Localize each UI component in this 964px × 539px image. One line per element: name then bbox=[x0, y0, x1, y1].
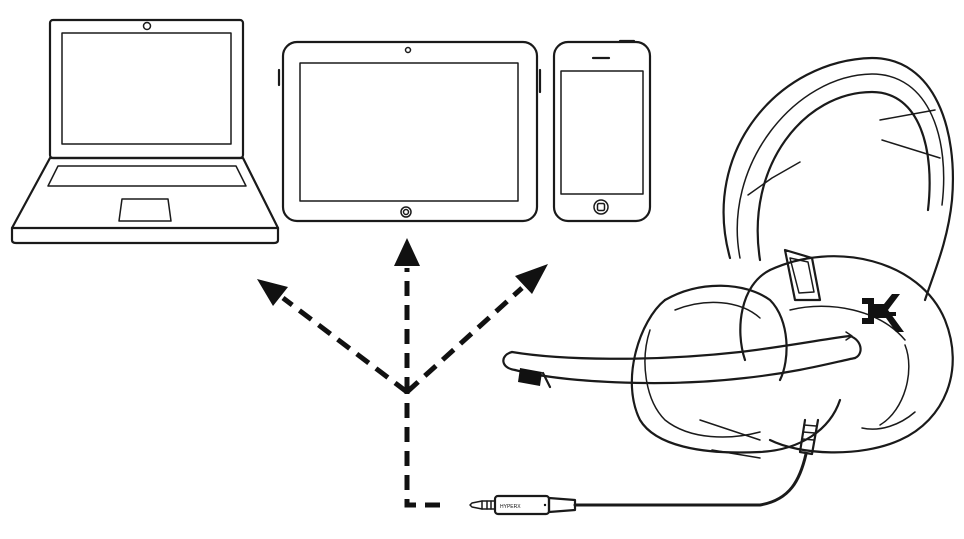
arrow-to-phone bbox=[515, 264, 548, 294]
smartphone-icon bbox=[552, 39, 652, 223]
connection-arrows bbox=[257, 238, 548, 508]
headset-icon bbox=[502, 56, 954, 459]
arrow-to-tablet bbox=[394, 238, 420, 266]
hyperx-logo-icon bbox=[845, 294, 904, 341]
laptop-icon bbox=[10, 18, 280, 245]
audio-jack-icon: HYPERX bbox=[469, 494, 577, 516]
tablet-icon bbox=[277, 40, 542, 223]
audio-cable bbox=[573, 452, 808, 507]
arrow-to-laptop bbox=[257, 279, 288, 306]
jack-brand-label: HYPERX bbox=[500, 504, 521, 510]
